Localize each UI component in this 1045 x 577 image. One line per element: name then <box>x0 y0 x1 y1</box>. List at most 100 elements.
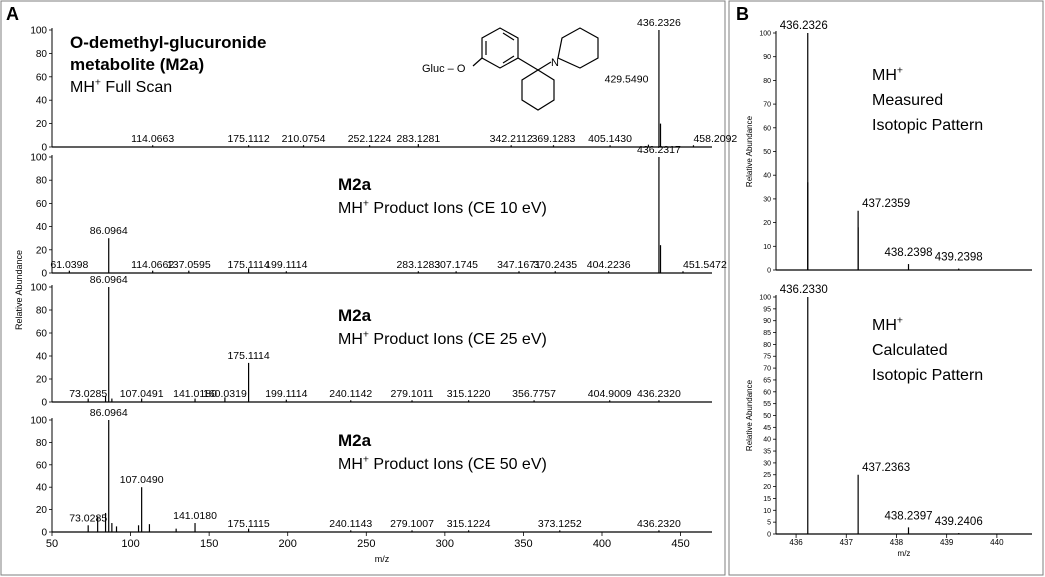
y-tick-label: 80 <box>763 342 771 349</box>
panel-a-ylabel: Relative Abundance <box>14 250 24 330</box>
y-tick-label: 40 <box>36 96 48 107</box>
y-tick-label: 60 <box>36 72 48 83</box>
peak-label: 315.1220 <box>447 388 491 400</box>
x-tick-label: 300 <box>436 538 454 550</box>
x-tick-label: 400 <box>593 538 611 550</box>
spectrum-title: M2a <box>338 431 372 450</box>
y-tick-label: 20 <box>36 375 48 386</box>
peak-label: 279.1011 <box>391 388 434 400</box>
x-tick-label: 100 <box>121 538 139 550</box>
peak-label: 405.1430 <box>588 133 632 145</box>
peak-label: 86.0964 <box>90 407 128 419</box>
peak-label: 315.1224 <box>447 518 491 530</box>
y-tick-label: 60 <box>36 460 48 471</box>
peak-label: 175.1114 <box>227 350 269 362</box>
y-tick-label: 70 <box>763 102 771 109</box>
y-tick-label: 100 <box>30 26 47 37</box>
peak-label: 283.1283 <box>396 259 440 271</box>
y-tick-label: 20 <box>763 220 771 227</box>
peak-label: 436.2320 <box>637 388 681 400</box>
peak-label: 86.0964 <box>90 274 128 286</box>
x-tick-label: 439 <box>940 538 954 547</box>
peak-label: 347.1671 <box>497 259 541 271</box>
y-tick-label: 0 <box>41 528 47 539</box>
y-tick-label: 80 <box>36 49 48 60</box>
peak-label: 240.1142 <box>329 388 372 400</box>
y-tick-label: 60 <box>763 125 771 132</box>
peak-label: 437.2363 <box>862 462 910 474</box>
y-tick-label: 100 <box>30 153 47 164</box>
y-tick-label: 25 <box>763 472 771 479</box>
x-tick-label: 250 <box>357 538 375 550</box>
x-tick-label: 436 <box>789 538 803 547</box>
aryl-bond <box>517 57 539 71</box>
x-tick-label: 350 <box>514 538 532 550</box>
y-tick-label: 80 <box>36 438 48 449</box>
spectrum-title: M2a <box>338 306 372 325</box>
peak-label: 141.0180 <box>173 510 217 522</box>
spectrum-subtitle: MH+ Product Ions (CE 25 eV) <box>338 330 547 348</box>
aromatic-bond <box>502 32 515 41</box>
y-tick-label: 75 <box>763 354 771 361</box>
peak-label: 283.1281 <box>396 133 440 145</box>
spectrum-title: metabolite (M2a) <box>70 55 204 74</box>
y-tick-label: 40 <box>36 352 48 363</box>
peak-label: 438.2398 <box>885 247 933 259</box>
isotope-annotation: MH+ <box>872 316 903 334</box>
x-axis-label: m/z <box>375 554 390 564</box>
y-tick-label: 10 <box>763 508 771 515</box>
peak-label: 160.0319 <box>203 388 247 400</box>
peak-label: 175.1115 <box>227 518 269 530</box>
y-tick-label: 40 <box>763 437 771 444</box>
peak-label: 73.0285 <box>69 512 107 524</box>
y-tick-label: 100 <box>759 30 771 37</box>
peak-label: 451.5472 <box>683 259 727 271</box>
isotope-annotation: MH+ <box>872 66 903 84</box>
y-tick-label: 20 <box>763 484 771 491</box>
peak-label: 175.1114 <box>227 259 269 271</box>
peak-label: 240.1143 <box>329 518 372 530</box>
peak-label: 436.2326 <box>637 17 681 29</box>
x-tick-label: 437 <box>840 538 854 547</box>
y-tick-label: 90 <box>763 54 771 61</box>
y-tick-label: 0 <box>767 531 771 538</box>
spectrum-title: O-demethyl-glucuronide <box>70 33 266 52</box>
ether-bond <box>472 57 483 67</box>
x-tick-label: 150 <box>200 538 218 550</box>
panel-a-letter: A <box>6 4 19 24</box>
peak-label: 107.0490 <box>120 474 164 486</box>
y-tick-label: 20 <box>36 245 48 256</box>
peak-label: 107.0491 <box>120 388 164 400</box>
benzene-ring <box>481 27 519 69</box>
x-axis-label: m/z <box>898 549 911 558</box>
peak-label: 279.1007 <box>390 518 434 530</box>
y-tick-label: 35 <box>763 449 771 456</box>
peak-label: 86.0964 <box>90 225 128 237</box>
y-axis-label: Relative Abundance <box>745 379 754 451</box>
panel-b-letter: B <box>736 4 749 24</box>
y-tick-label: 60 <box>763 389 771 396</box>
peak-label: 439.2398 <box>935 252 983 264</box>
peak-label: 210.0754 <box>282 133 326 145</box>
y-tick-label: 70 <box>763 366 771 373</box>
y-tick-label: 0 <box>41 398 47 409</box>
y-tick-label: 15 <box>763 496 771 503</box>
spectrum-subtitle: MH+ Product Ions (CE 50 eV) <box>338 455 547 473</box>
y-tick-label: 65 <box>763 377 771 384</box>
peak-label: 137.0595 <box>167 259 211 271</box>
x-tick-label: 200 <box>279 538 297 550</box>
y-tick-label: 80 <box>763 78 771 85</box>
gluc-label: Gluc – O <box>422 63 466 75</box>
panel-b-frame <box>728 0 1044 576</box>
peak-label: 436.2330 <box>780 284 828 296</box>
y-tick-label: 40 <box>36 222 48 233</box>
peak-label: 458.2092 <box>693 133 737 145</box>
spectrum-subtitle: MH+ Product Ions (CE 10 eV) <box>338 199 547 217</box>
isotope-annotation: Isotopic Pattern <box>872 367 983 384</box>
peak-label: 61.0398 <box>50 259 88 271</box>
spectrum-title: M2a <box>338 175 372 194</box>
peak-label: 252.1224 <box>348 133 392 145</box>
